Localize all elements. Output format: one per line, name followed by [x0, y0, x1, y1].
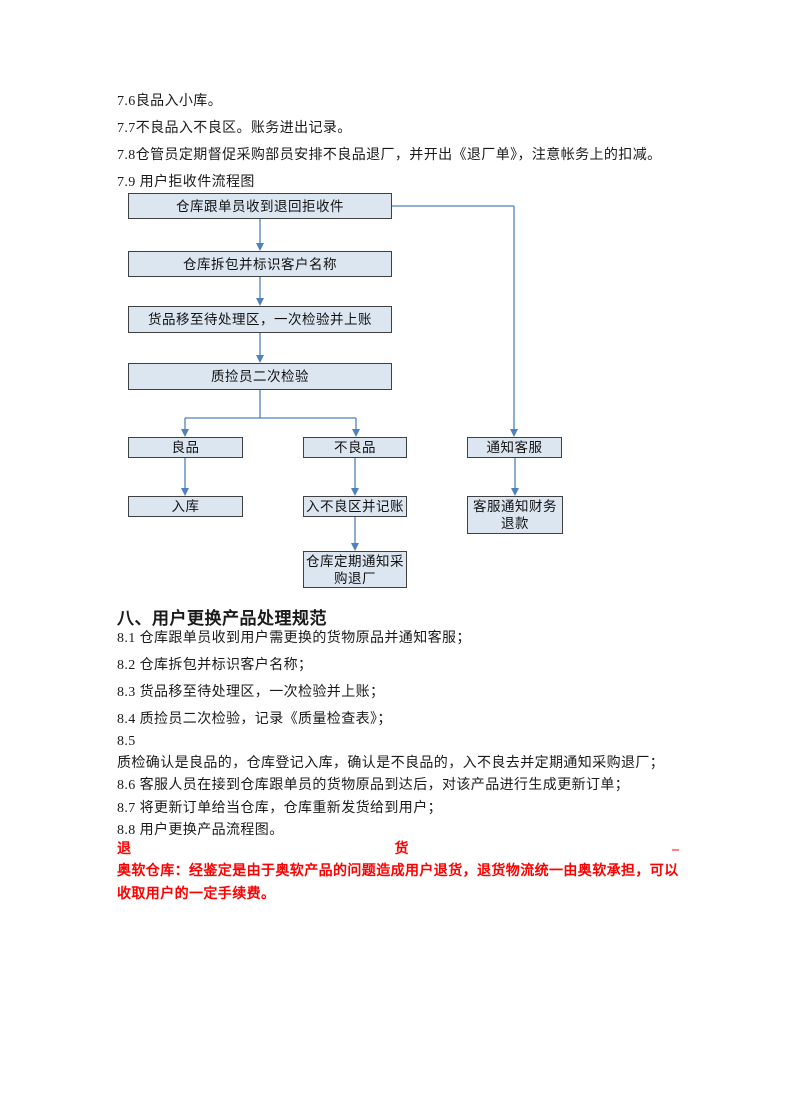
para-8-7: 8.7 将更新订单给当仓库，仓库重新发货给到用户； [117, 801, 442, 816]
flow-box-received: 仓库跟单员收到退回拒收件 [128, 193, 392, 219]
para-8-6: 8.6 客服人员在接到仓库跟单员的货物原品到达后，对该产品进行生成更新订单； [117, 778, 630, 793]
flow-box-defect-zone: 入不良区并记账 [303, 496, 407, 517]
para-8-2: 8.2 仓库拆包并标识客户名称； [117, 658, 313, 673]
para-8-8: 8.8 用户更换产品流程图。 [117, 823, 284, 838]
red-note-char-right: – [672, 842, 679, 857]
flow-box-service-finance: 客服通知财务退款 [467, 496, 563, 534]
red-note-line3: 收取用户的一定手续费。 [117, 887, 276, 902]
flow-box-periodic-return: 仓库定期通知采购退厂 [303, 551, 407, 588]
para-7-7: 7.7不良品入不良区。账务进出记录。 [117, 121, 352, 136]
red-note-char-left: 退 [117, 842, 131, 857]
section8-heading: 八、用户更换产品处理规范 [117, 609, 327, 628]
red-note-justified-line: 退 货 – [117, 841, 679, 859]
flow-box-move: 货品移至待处理区，一次检验并上账 [128, 306, 392, 333]
flow-box-good: 良品 [128, 437, 243, 458]
para-8-5-continued: 质检确认是良品的，仓库登记入库，确认是不良品的，入不良去并定期通知采购退厂； [117, 756, 665, 771]
red-note-char-mid: 货 [394, 842, 409, 857]
para-7-9: 7.9 用户拒收件流程图 [117, 175, 255, 190]
para-7-8: 7.8仓管员定期督促采购部员安排不良品退厂，并开出《退厂单》，注意帐务上的扣减。 [117, 148, 662, 163]
para-8-1: 8.1 仓库跟单员收到用户需更换的货物原品并通知客服； [117, 631, 471, 646]
red-note-line2: 奥软仓库：经鉴定是由于奥软产品的问题造成用户退货，退货物流统一由奥软承担，可以 [117, 864, 679, 879]
para-8-4: 8.4 质捡员二次检验，记录《质量检查表》； [117, 712, 392, 727]
flow-box-notify-service: 通知客服 [467, 437, 562, 458]
para-8-3: 8.3 货品移至待处理区，一次检验并上账； [117, 685, 385, 700]
flow-box-unpack: 仓库拆包并标识客户名称 [128, 251, 392, 277]
para-8-5: 8.5 [117, 734, 136, 749]
flow-box-defective: 不良品 [303, 437, 407, 458]
flow-box-recheck: 质捡员二次检验 [128, 363, 392, 390]
flow-box-storage-in: 入库 [128, 496, 243, 517]
para-7-6: 7.6良品入小库。 [117, 94, 223, 109]
